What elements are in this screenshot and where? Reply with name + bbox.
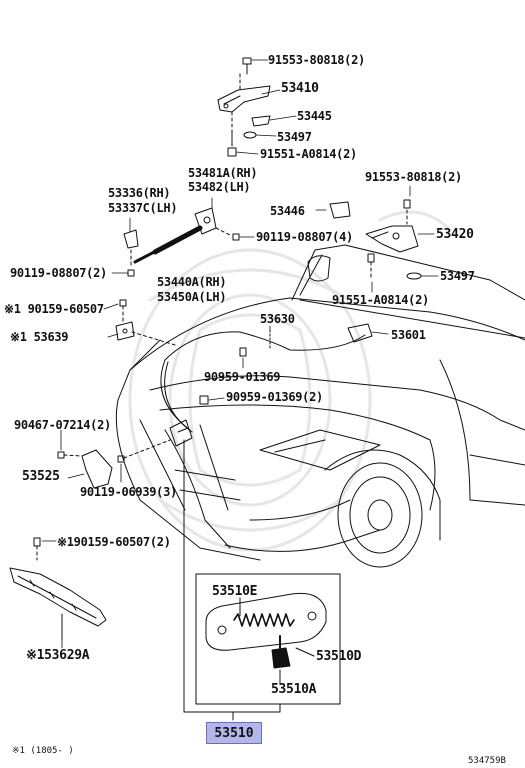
car-outline: [115, 244, 525, 568]
callout-53482[interactable]: 53482(LH): [188, 180, 251, 194]
callout-53481A[interactable]: 53481A(RH): [188, 166, 258, 180]
callout-90119-08807-2[interactable]: 90119-08807(2): [10, 266, 107, 280]
callout-53601[interactable]: 53601: [391, 328, 426, 342]
callout-53450A[interactable]: 53450A(LH): [157, 290, 227, 304]
label-leaders: [41, 59, 439, 649]
callout-90959-01369[interactable]: 90959-01369: [204, 370, 281, 384]
callout-53510D[interactable]: 53510D: [316, 649, 362, 664]
callout-53336[interactable]: 53336(RH): [108, 186, 171, 200]
callout-53445[interactable]: 53445: [297, 109, 332, 123]
callout-91553-80818-top[interactable]: 91553-80818(2): [268, 53, 365, 67]
callout-90959-01369-2[interactable]: 90959-01369(2): [226, 390, 323, 404]
callout-53525[interactable]: 53525: [22, 469, 60, 484]
callout-53510A[interactable]: 53510A: [271, 682, 317, 697]
callout-90467-07214[interactable]: 90467-07214(2): [14, 418, 111, 432]
callout-91551-A0814-top[interactable]: 91551-A0814(2): [260, 147, 357, 161]
callout-91553-80818-right[interactable]: 91553-80818(2): [365, 170, 462, 184]
callout-91551-A0814-right[interactable]: 91551-A0814(2): [332, 293, 429, 307]
hood-damper: [123, 207, 240, 277]
callout-53497-right[interactable]: 53497: [440, 269, 475, 283]
hinge-right-assembly: [329, 199, 422, 280]
front-seal: [9, 537, 107, 641]
callout-53630[interactable]: 53630: [260, 312, 295, 326]
callout-53510-highlight[interactable]: 53510: [206, 722, 262, 744]
diagram-id: 534759B: [468, 756, 506, 766]
callout-53639[interactable]: ※1 53639: [10, 330, 69, 344]
callout-90119-06939[interactable]: 90119-06939(3): [80, 485, 177, 499]
lock-support-parts: [57, 299, 373, 489]
watermark-emblem: [128, 210, 452, 552]
callout-53337C[interactable]: 53337C(LH): [108, 201, 178, 215]
callout-53510E[interactable]: 53510E: [212, 584, 258, 599]
hinge-left-assembly: [217, 57, 271, 157]
callout-53446[interactable]: 53446: [270, 204, 305, 218]
callout-90119-08807-4[interactable]: 90119-08807(4): [256, 230, 353, 244]
callout-53420[interactable]: 53420: [436, 227, 474, 242]
release-cable: [160, 329, 366, 433]
callout-53497-top[interactable]: 53497: [277, 130, 312, 144]
detail-leader: [183, 439, 281, 721]
footnote: ※1 (1805- ): [12, 746, 74, 756]
callout-53629A[interactable]: ※153629A: [26, 648, 90, 663]
callout-53440A[interactable]: 53440A(RH): [157, 275, 227, 289]
callout-90159-60507-mid[interactable]: ※190159-60507(2): [57, 535, 171, 549]
hood-lock-detail: [195, 573, 341, 705]
callout-90159-60507-top[interactable]: ※1 90159-60507: [4, 302, 104, 316]
callout-53410[interactable]: 53410: [281, 81, 319, 96]
